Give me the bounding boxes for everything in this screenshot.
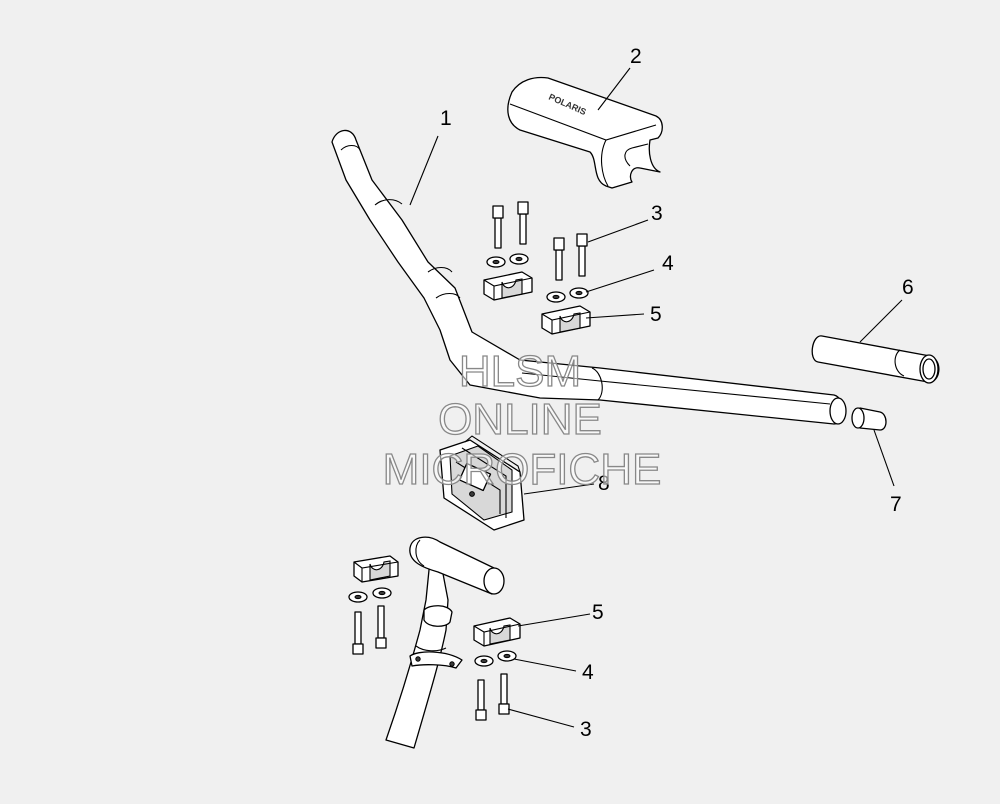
bolt: [352, 611, 364, 655]
callout-6: 6: [902, 276, 914, 299]
bolt: [498, 673, 510, 715]
end-plug: [851, 407, 887, 431]
watermark-line-2: ONLINE: [438, 395, 602, 444]
callout-7: 7: [890, 493, 902, 516]
upper-bolt-set: [492, 201, 588, 281]
callout-2: 2: [630, 45, 642, 68]
callout-4-lower: 4: [582, 661, 594, 684]
callouts: 1 2 3 4 5 6 7 8 5 4 3: [440, 45, 914, 741]
watermark-line-3: MICROFICHE: [383, 445, 662, 494]
clamp-cap: [353, 555, 399, 583]
callout-5-upper: 5: [650, 303, 662, 326]
callout-8: 8: [598, 472, 610, 495]
handlebar: [331, 129, 847, 425]
handlebar-pad: POLARIS: [507, 76, 663, 189]
mount-bracket: [439, 435, 525, 531]
grip-tube: [811, 335, 940, 384]
watermark-line-1: HLSM: [459, 347, 581, 396]
bolt: [375, 605, 387, 649]
watermark: HLSM ONLINE MICROFICHE: [382, 346, 662, 494]
steering-post: [385, 536, 505, 749]
leader-lines: [409, 67, 903, 728]
upper-washer-set: [486, 253, 589, 303]
upper-clamp-set: [483, 271, 591, 335]
lower-clamp-set: [353, 555, 521, 647]
lower-washer-set: [348, 587, 517, 667]
clamp-cap: [483, 271, 533, 301]
bolt: [492, 205, 504, 249]
lower-bolt-set: [352, 605, 510, 721]
bolt: [517, 201, 529, 245]
clamp-cap: [541, 305, 591, 335]
callout-3-upper: 3: [651, 202, 663, 225]
callout-5-lower: 5: [592, 601, 604, 624]
bolt: [475, 679, 487, 721]
callout-1: 1: [440, 107, 452, 130]
callout-4-upper: 4: [662, 252, 674, 275]
clamp-cap: [473, 617, 521, 647]
bolt: [576, 233, 588, 277]
bolt: [553, 237, 565, 281]
callout-3-lower: 3: [580, 718, 592, 741]
